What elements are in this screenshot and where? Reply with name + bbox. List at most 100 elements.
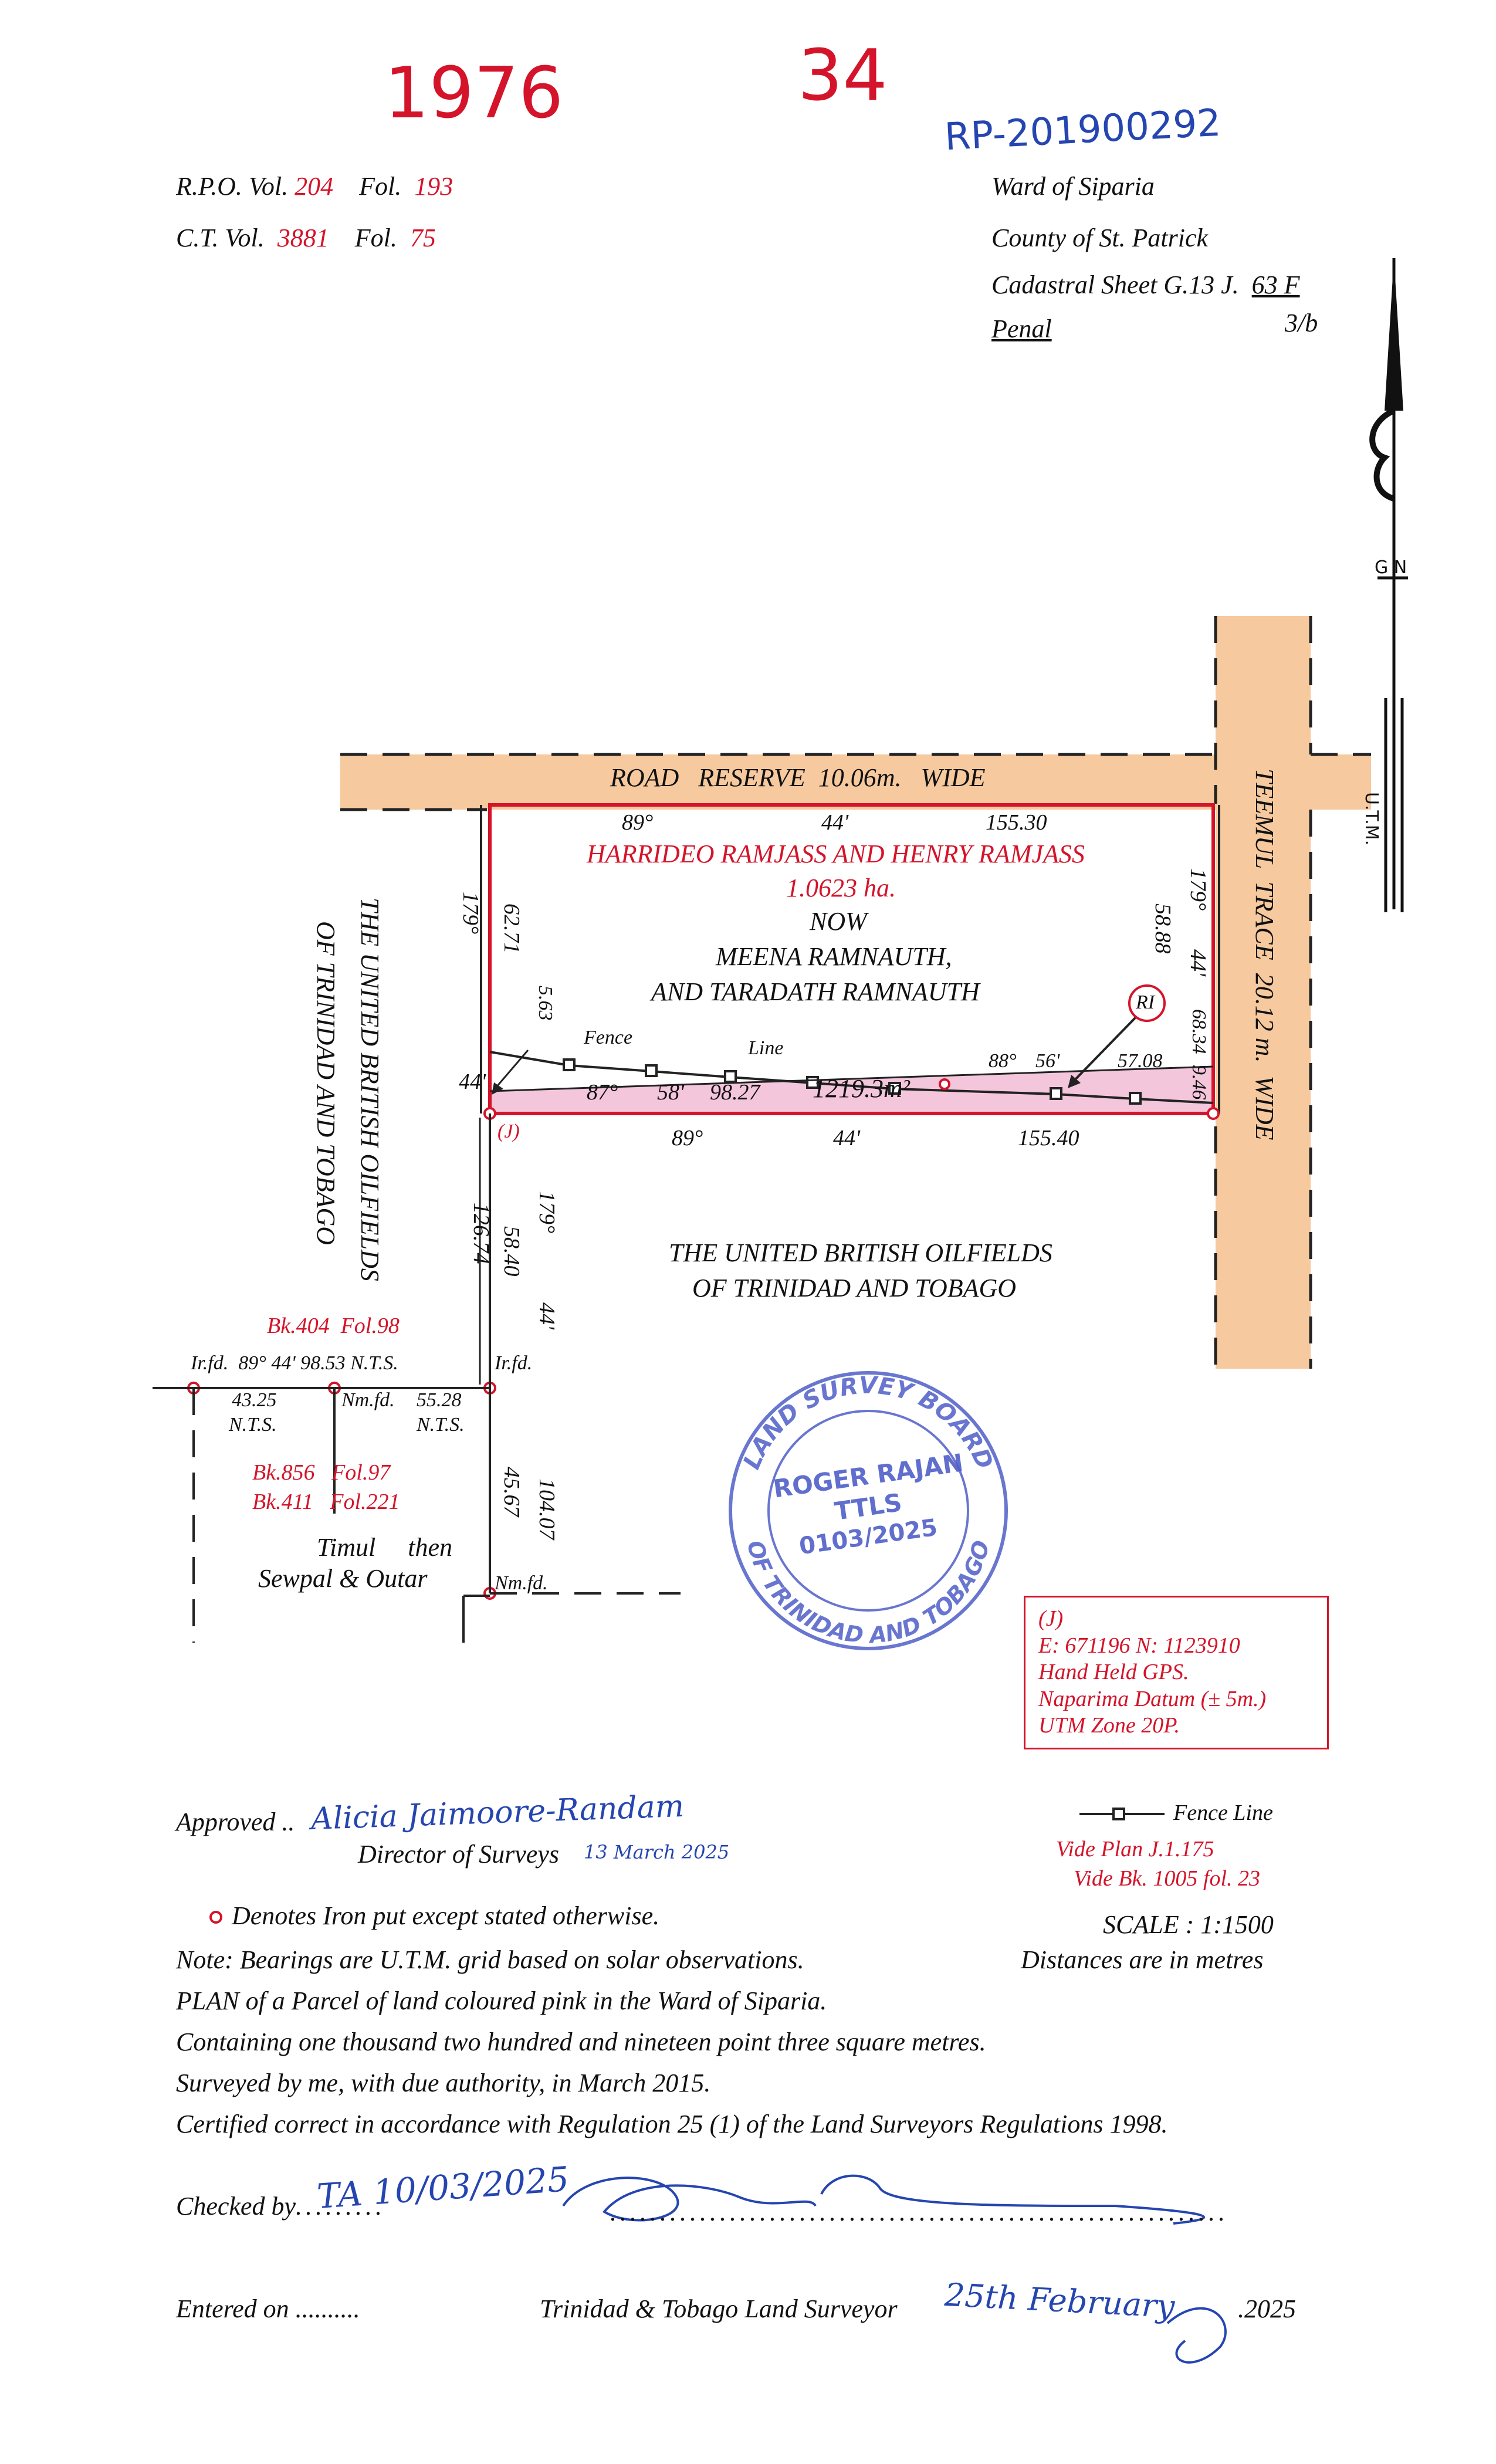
bk856-ref: Bk.856 Fol.97 — [252, 1460, 391, 1485]
iron-legend: Denotes Iron put except stated otherwise… — [232, 1901, 660, 1930]
surveyor-signature-dots: ........................................… — [610, 2198, 1228, 2226]
dist-10407: 104.07 — [534, 1478, 559, 1540]
penal: Penal — [991, 314, 1052, 343]
gps-line-3: Hand Held GPS. — [1038, 1660, 1189, 1685]
teemul-trace-band — [1216, 616, 1311, 1369]
gps-box: (J) E: 671196 N: 1123910 Hand Held GPS. … — [1024, 1596, 1329, 1749]
ward: Ward of Siparia — [991, 172, 1155, 201]
nts-a: N.T.S. — [229, 1414, 277, 1436]
fence-bearing-deg: 88° — [989, 1050, 1017, 1072]
parcel-boundary — [488, 803, 1215, 1115]
certified-statement: Certified correct in accordance with Reg… — [176, 2110, 1168, 2138]
plan-description: PLAN of a Parcel of land coloured pink i… — [176, 1986, 827, 2015]
right-distance-3: 9.46 — [1188, 1065, 1210, 1100]
left-bearing-min: 44' — [459, 1069, 486, 1094]
fence-distance: 57.08 — [1118, 1050, 1163, 1072]
dist-5528: 55.28 — [417, 1389, 462, 1411]
left-bearing-deg: 179° — [458, 892, 483, 935]
dist-4567: 45.67 — [499, 1467, 524, 1517]
bottom-distance: 155.40 — [1018, 1126, 1079, 1150]
irfd-right: Ir.fd. — [495, 1352, 533, 1374]
south-bearing-deg: 179° — [534, 1191, 559, 1234]
dist-4325: 43.25 — [232, 1389, 277, 1411]
nmfd-label: Nm.fd. — [341, 1389, 395, 1411]
surveyor-year: .2025 — [1238, 2294, 1296, 2323]
nmfd-bottom: Nm.fd. — [495, 1572, 548, 1594]
plan-number: 34 — [798, 35, 888, 117]
gps-line-1: (J) — [1038, 1606, 1064, 1631]
pink-bearing-min: 58' — [657, 1080, 685, 1105]
director-label: Director of Surveys — [358, 1840, 559, 1869]
gps-line-4: Naparima Datum (± 5m.) — [1038, 1686, 1267, 1711]
ri-label: RI — [1136, 991, 1155, 1013]
surveyor-label: Trinidad & Tobago Land Surveyor — [540, 2294, 898, 2323]
fence-bearing-min: 56' — [1035, 1050, 1060, 1072]
line-label: Line — [748, 1037, 784, 1059]
survey-board-stamp — [729, 1371, 1008, 1650]
left-distance: 62.71 — [499, 903, 524, 954]
distances-note: Distances are in metres — [1021, 1945, 1264, 1974]
rpo-line: R.P.O. Vol. 204 Fol. 193 — [176, 172, 453, 201]
right-distance-2: 68.34 — [1188, 1009, 1210, 1054]
parcel-area-ha: 1.0623 ha. — [786, 874, 896, 902]
bearing-note: Note: Bearings are U.T.M. grid based on … — [176, 1945, 804, 1974]
utm-label: U.T.M. — [1361, 792, 1382, 846]
teemul-trace-label: TEEMUL TRACE 20.12 m. WIDE — [1250, 769, 1279, 1140]
area-description: Containing one thousand two hundred and … — [176, 2028, 986, 2056]
now-label: NOW — [810, 907, 867, 936]
west-line-labels: Ir.fd. 89° 44' 98.53 N.T.S. — [191, 1352, 398, 1374]
pink-bearing-deg: 87° — [587, 1080, 618, 1105]
stamp-center: ROGER RAJAN TTLS 0103/2025 — [751, 1448, 986, 1561]
nts-b: N.T.S. — [417, 1414, 465, 1436]
south-distance-1: 58.40 — [499, 1226, 524, 1277]
south-distance-2: 126.74 — [469, 1203, 493, 1264]
right-distance-1: 58.88 — [1150, 903, 1175, 954]
new-owner-line1: MEENA RAMNAUTH, — [716, 942, 952, 971]
entered-label: Entered on .......... — [176, 2294, 360, 2323]
scale: SCALE : 1:1500 — [1103, 1910, 1274, 1939]
ct-line: C.T. Vol. 3881 Fol. 75 — [176, 224, 436, 252]
right-bearing-deg: 179° — [1186, 868, 1210, 911]
bk411-ref: Bk.411 Fol.221 — [252, 1490, 400, 1514]
pink-distance: 98.27 — [710, 1080, 760, 1105]
west-owner-line2: OF TRINIDAD AND TOBAGO — [312, 921, 340, 1245]
director-date: 13 March 2025 — [584, 1841, 730, 1863]
gps-line-5: UTM Zone 20P. — [1038, 1713, 1180, 1738]
road-reserve-band — [340, 754, 1371, 810]
bottom-bearing-deg: 89° — [672, 1126, 703, 1150]
gps-line-2: E: 671196 N: 1123910 — [1038, 1633, 1240, 1658]
vide-plan: Vide Plan J.1.175 — [1056, 1837, 1214, 1861]
timul-line2: Sewpal & Outar — [258, 1564, 428, 1593]
approved-label: Approved .. — [176, 1808, 295, 1836]
timul-line1: Timul then — [317, 1533, 453, 1562]
surveyed-statement: Surveyed by me, with due authority, in M… — [176, 2069, 711, 2097]
vide-book: Vide Bk. 1005 fol. 23 — [1074, 1866, 1261, 1891]
grid-north-label: G N — [1375, 557, 1407, 578]
left-short-distance: 5.63 — [534, 986, 556, 1021]
point-j-label: (J) — [497, 1121, 520, 1142]
ri-circle — [1128, 984, 1166, 1022]
south-owner-line1: THE UNITED BRITISH OILFIELDS — [669, 1238, 1052, 1267]
road-reserve-label: ROAD RESERVE 10.06m. WIDE — [610, 763, 986, 792]
cadastral-denominator: 3/b — [1285, 309, 1318, 337]
pink-area: 1219.3m² — [813, 1074, 910, 1103]
north-arrow — [1369, 258, 1408, 912]
county: County of St. Patrick — [991, 224, 1209, 252]
top-bearing-deg: 89° — [622, 810, 654, 835]
fence-legend-label: Fence Line — [1173, 1800, 1273, 1825]
cadastral-sheet: Cadastral Sheet G.13 J. 63 F — [991, 270, 1300, 299]
year-number: 1976 — [384, 53, 564, 134]
checked-label: Checked by......... — [176, 2192, 385, 2221]
bk404-ref: Bk.404 Fol.98 — [267, 1314, 400, 1338]
south-owner-line2: OF TRINIDAD AND TOBAGO — [692, 1274, 1017, 1302]
top-bearing-min: 44' — [821, 810, 849, 835]
new-owner-line2: AND TARADATH RAMNAUTH — [651, 977, 980, 1006]
west-owner-line1: THE UNITED BRITISH OILFIELDS — [356, 898, 384, 1281]
signature-scribbles — [562, 2174, 1227, 2364]
top-distance: 155.30 — [986, 810, 1047, 835]
south-bearing-min: 44' — [534, 1302, 559, 1330]
bottom-bearing-min: 44' — [833, 1126, 861, 1150]
original-owners: HARRIDEO RAMJASS AND HENRY RAMJASS — [587, 840, 1085, 868]
right-bearing-min: 44' — [1186, 949, 1210, 977]
